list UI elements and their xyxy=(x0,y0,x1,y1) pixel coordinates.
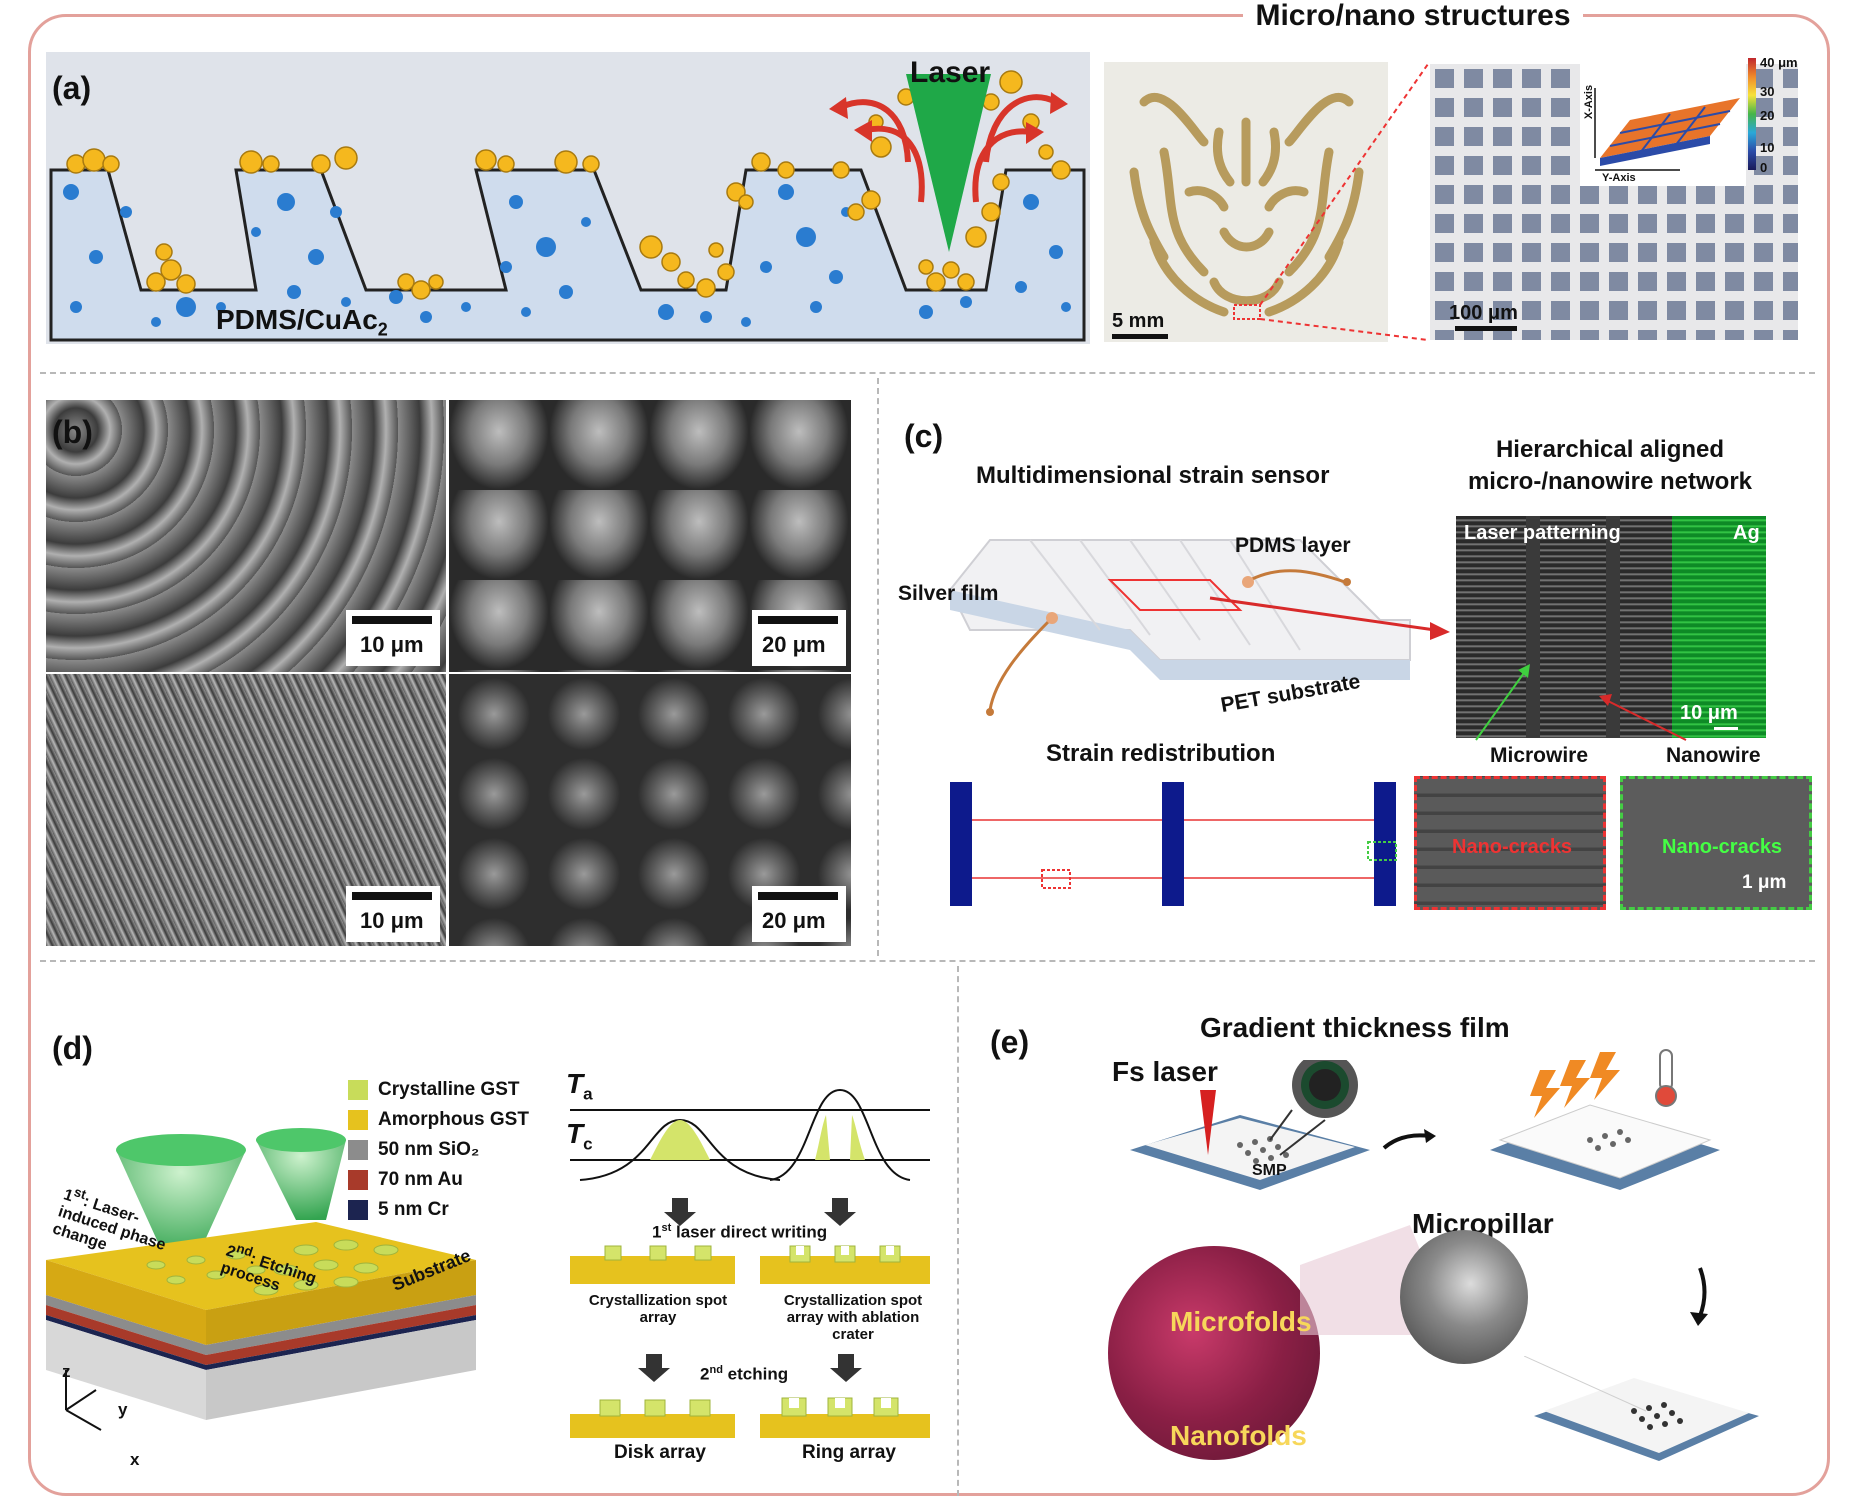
sem-1-scale: 10 μm xyxy=(346,610,440,666)
nanofolds-label: Nanofolds xyxy=(1170,1420,1307,1451)
panel-b-label: (b) xyxy=(52,414,93,450)
material-label: PDMS/CuAc2 xyxy=(216,304,388,340)
figure-frame xyxy=(28,14,1830,1496)
legend-amorphous-gst: Amorphous GST xyxy=(348,1108,529,1132)
sem-3-scale: 10 μm xyxy=(346,886,440,942)
microfolds-sem-circle xyxy=(1108,1246,1320,1460)
legend-sio2: 50 nm SiO₂ xyxy=(348,1138,479,1162)
height-map-inset: X-Axis Y-Axis xyxy=(1580,58,1746,186)
crack-scale-label: 1 μm xyxy=(1742,872,1787,893)
microwire-label: Microwire xyxy=(1490,744,1589,767)
spot-array-crater-label: Crystallization spot array with ablation… xyxy=(783,1292,923,1343)
array-process-diagram xyxy=(570,1245,930,1438)
network-scale-label: 10 μm xyxy=(1680,702,1738,724)
legend-cr: 5 nm Cr xyxy=(348,1198,449,1222)
colorbar-tick: 20 xyxy=(1760,108,1775,123)
axis-z: z xyxy=(62,1362,71,1381)
photo-scale-label: 5 mm xyxy=(1112,310,1165,332)
divider-bc xyxy=(877,378,879,956)
divider-middle xyxy=(40,960,1815,962)
spot-array-label: Crystallization spot array xyxy=(588,1292,728,1326)
panel-d-label: (d) xyxy=(52,1030,93,1066)
figure-title: Micro/nano structures xyxy=(1243,0,1583,32)
silver-film-label: Silver film xyxy=(898,582,999,605)
tc-label: Tc xyxy=(566,1118,593,1154)
temperature-profile-diagram xyxy=(570,1088,930,1226)
y-axis-label: Y-Axis xyxy=(1602,172,1636,184)
nanocracks-red-label: Nano-cracks xyxy=(1452,836,1573,858)
gst-stack-illustration xyxy=(46,1128,476,1431)
panel-a-schematic: Laser PDMS/CuAc2 xyxy=(46,52,1090,344)
panel-a-label: (a) xyxy=(52,70,92,106)
network-title-line2: micro-/nanowire network xyxy=(1467,468,1753,495)
panel-c-label: (c) xyxy=(904,418,944,454)
gradient-film-title: Gradient thickness film xyxy=(1200,1012,1510,1043)
ag-mapping-image xyxy=(1672,516,1766,738)
process-arrow-2 xyxy=(1690,1267,1708,1326)
axis-y: y xyxy=(118,1400,128,1419)
colorbar-tick: 30 xyxy=(1760,84,1775,99)
nanowire-network-sem xyxy=(1456,516,1672,738)
photo-scale-bar xyxy=(1112,334,1168,339)
fs-laser-writing-illustration xyxy=(1130,1060,1370,1190)
microfolds-label: Microfolds xyxy=(1170,1306,1312,1337)
colorbar-tick: 0 xyxy=(1760,160,1768,175)
zoom-scale-bar xyxy=(1455,326,1517,331)
sensor-title: Multidimensional strain sensor xyxy=(976,462,1330,489)
ta-label: Ta xyxy=(566,1068,593,1104)
zoom-scale-label: 100 μm xyxy=(1449,302,1518,324)
laser-label: Laser xyxy=(910,56,991,89)
zoom-guide-lines xyxy=(1259,63,1429,341)
tiger-pattern-photo xyxy=(1104,62,1388,342)
red-crack-sem xyxy=(1414,776,1606,910)
etch-step-label: 2nd etching xyxy=(700,1364,789,1384)
x-axis-label: X-Axis xyxy=(1583,84,1596,120)
nanocracks-green-label: Nano-cracks xyxy=(1662,836,1783,858)
divider-top xyxy=(40,372,1815,374)
axis-x: x xyxy=(130,1450,140,1469)
wire-pointer-arrows xyxy=(1475,664,1687,741)
strain-sensor-illustration xyxy=(948,539,1450,716)
write-step-label: 1st laser direct writing xyxy=(652,1222,828,1242)
micropillar-sem-circle xyxy=(1400,1230,1528,1364)
smp-label: SMP xyxy=(1252,1162,1287,1179)
network-scale-bar xyxy=(1714,727,1738,730)
legend-crystalline-gst: Crystalline GST xyxy=(348,1078,520,1102)
patterned-film-illustration xyxy=(1524,1356,1759,1461)
divider-de xyxy=(957,966,959,1496)
legend-au: 70 nm Au xyxy=(348,1168,463,1192)
heating-illustration xyxy=(1490,1049,1720,1190)
network-title-line1: Hierarchical aligned xyxy=(1495,436,1725,463)
colorbar-tick: 10 xyxy=(1760,140,1775,155)
laser-ablation-schematic xyxy=(49,70,1086,342)
fs-laser-label: Fs laser xyxy=(1112,1056,1218,1087)
nanowire-label: Nanowire xyxy=(1666,744,1761,767)
process-arrow-1 xyxy=(1382,1129,1436,1150)
colorbar-top-label: 40 μm xyxy=(1760,55,1798,70)
sem-4-scale: 20 μm xyxy=(752,886,846,942)
strain-fem-model xyxy=(950,782,1397,906)
ring-array-label: Ring array xyxy=(802,1442,896,1463)
height-colorbar xyxy=(1748,58,1756,170)
strain-title: Strain redistribution xyxy=(1046,740,1276,767)
ag-label: Ag xyxy=(1733,522,1760,544)
green-crack-sem xyxy=(1620,776,1812,910)
panel-e-label: (e) xyxy=(990,1024,1030,1060)
sem-2-scale: 20 μm xyxy=(752,610,846,666)
pdms-layer-label: PDMS layer xyxy=(1235,534,1351,557)
laser-patterning-label: Laser patterning xyxy=(1464,522,1621,544)
disk-array-label: Disk array xyxy=(614,1442,706,1463)
